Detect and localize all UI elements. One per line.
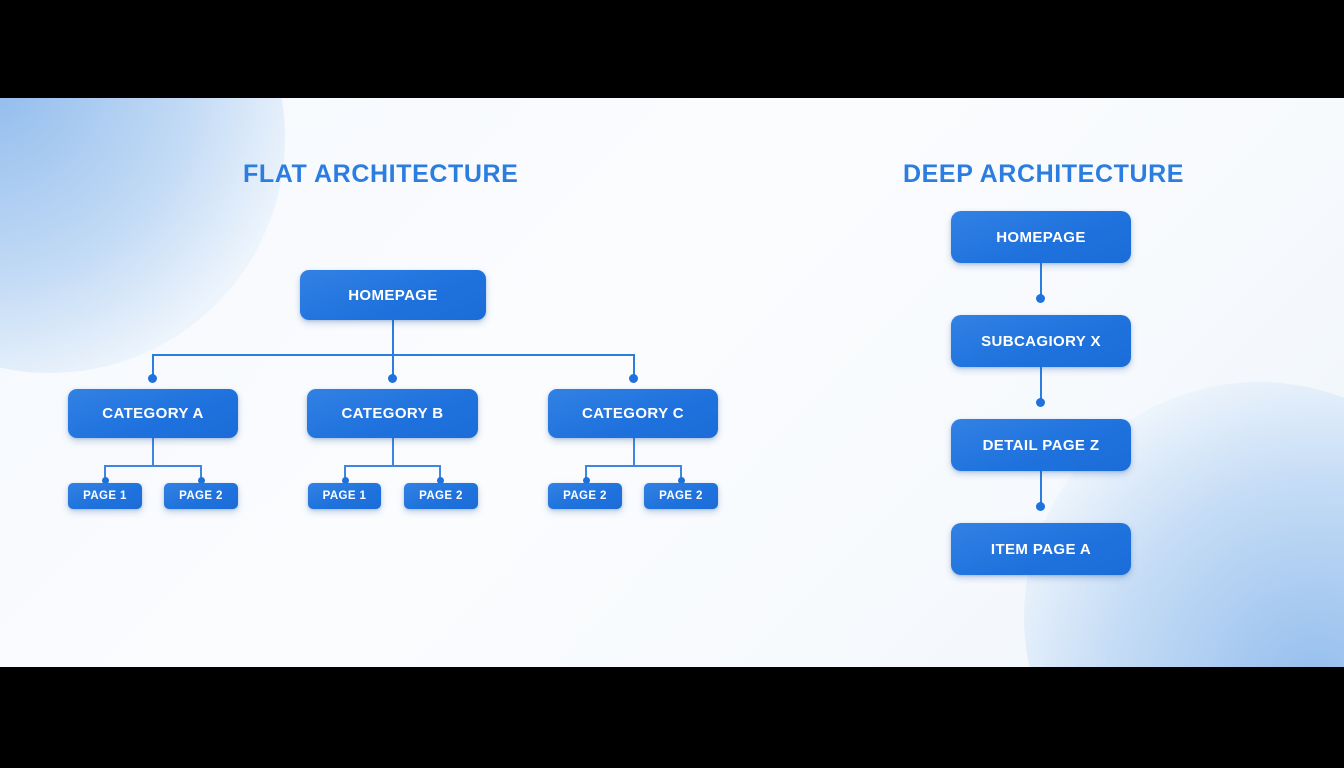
flat-cat-c-bus [585,465,682,467]
flat-cat-b-drop-1 [344,465,346,479]
deep-node-homepage[interactable]: HOMEPAGE [951,211,1131,263]
flat-connector-dot-c [629,374,638,383]
flat-cat-a-bus [104,465,202,467]
flat-cat-c-drop-1 [585,465,587,479]
flat-cat-a-drop-1 [104,465,106,479]
flat-node-c-page-1[interactable]: PAGE 2 [548,483,622,509]
flat-connector-dot-a [148,374,157,383]
flat-cat-b-dot-2 [437,477,444,484]
deep-node-subcategory-x[interactable]: SUBCAGIORY X [951,315,1131,367]
letterbox-top [0,0,1344,98]
flat-node-c-page-2[interactable]: PAGE 2 [644,483,718,509]
flat-cat-b-dot-1 [342,477,349,484]
letterbox-bottom [0,667,1344,768]
flat-cat-a-dot-2 [198,477,205,484]
deep-node-item-page-a[interactable]: ITEM PAGE A [951,523,1131,575]
flat-cat-a-stem [152,438,154,466]
diagram-slide: FLAT ARCHITECTURE HOMEPAGE CATEGORY A PA… [0,98,1344,667]
flat-cat-b-drop-2 [439,465,441,479]
flat-cat-c-dot-2 [678,477,685,484]
flat-cat-a-drop-2 [200,465,202,479]
deep-connector-1 [1040,263,1042,299]
flat-node-homepage[interactable]: HOMEPAGE [300,270,486,320]
flat-cat-a-dot-1 [102,477,109,484]
deep-connector-dot-3 [1036,502,1045,511]
flat-node-a-page-1[interactable]: PAGE 1 [68,483,142,509]
flat-drop-c [633,354,635,378]
flat-connector-dot-b [388,374,397,383]
flat-drop-b [392,354,394,378]
decorative-blob-top-left [0,98,285,373]
flat-node-category-a[interactable]: CATEGORY A [68,389,238,438]
flat-cat-c-dot-1 [583,477,590,484]
flat-cat-b-bus [344,465,441,467]
flat-root-stem [392,320,394,355]
flat-node-a-page-2[interactable]: PAGE 2 [164,483,238,509]
deep-connector-dot-2 [1036,398,1045,407]
flat-cat-c-stem [633,438,635,466]
flat-node-b-page-2[interactable]: PAGE 2 [404,483,478,509]
flat-node-category-c[interactable]: CATEGORY C [548,389,718,438]
flat-node-category-b[interactable]: CATEGORY B [307,389,478,438]
deep-node-detail-page-z[interactable]: DETAIL PAGE Z [951,419,1131,471]
deep-architecture-title: DEEP ARCHITECTURE [903,160,1185,188]
flat-cat-b-stem [392,438,394,466]
flat-architecture-title: FLAT ARCHITECTURE [243,160,519,188]
deep-connector-dot-1 [1036,294,1045,303]
flat-cat-c-drop-2 [680,465,682,479]
flat-node-b-page-1[interactable]: PAGE 1 [308,483,381,509]
